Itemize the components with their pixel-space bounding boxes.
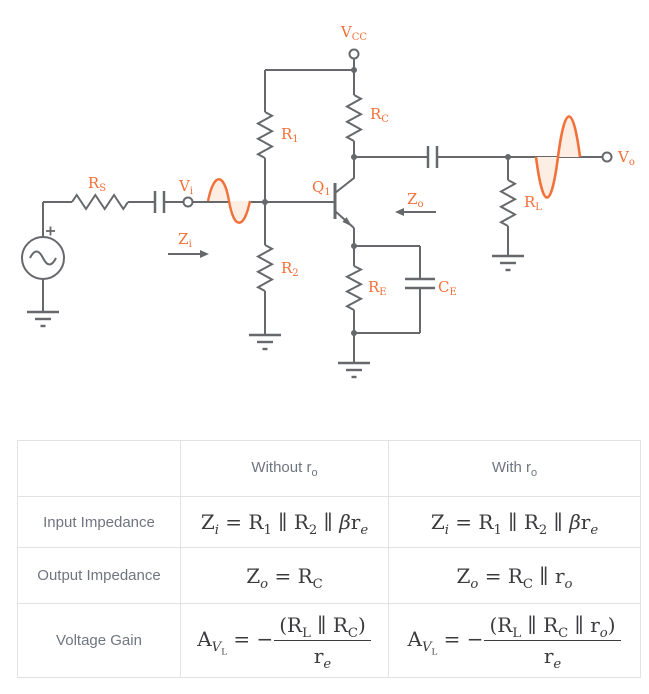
resistor-rs	[71, 193, 129, 211]
input-signal-wave	[206, 178, 252, 224]
ground-rl	[492, 254, 524, 272]
zo-arrow	[395, 208, 436, 216]
label-ce: CE	[438, 278, 457, 298]
voltage-gain-without-ro: AVL = −(RL ∥ RC)re	[180, 603, 389, 678]
label-vo: Vo	[617, 148, 635, 168]
resistor-rl	[498, 179, 518, 227]
wires	[42, 59, 602, 362]
header-empty-cell	[17, 440, 181, 497]
ground-re	[338, 361, 370, 379]
label-rl: RL	[524, 193, 542, 213]
emitter-bypass-capacitor	[405, 277, 435, 290]
row-label-input-impedance: Input Impedance	[17, 496, 181, 548]
header-without-ro: Without ro	[180, 440, 389, 497]
row-voltage-gain: Voltage Gain AVL = −(RL ∥ RC)re AVL = −(…	[17, 603, 641, 678]
label-r1: R1	[281, 125, 299, 145]
row-label-voltage-gain: Voltage Gain	[17, 603, 181, 678]
vcc-terminal	[348, 48, 360, 60]
junction-dots	[262, 67, 511, 336]
resistor-r2	[255, 244, 275, 292]
zi-arrow	[168, 250, 209, 258]
resistor-r1	[255, 111, 275, 159]
header-with-ro-sub: o	[531, 466, 538, 479]
transistor-q1	[333, 157, 355, 229]
resistor-re	[344, 265, 364, 311]
label-r2: R2	[281, 259, 299, 279]
voltage-gain-with-ro: AVL = −(RL ∥ RC ∥ ro)re	[388, 603, 641, 678]
label-vi: Vi	[178, 177, 193, 197]
output-coupling-capacitor	[426, 146, 439, 168]
output-impedance-with-ro: Zo = RC ∥ ro	[388, 547, 641, 604]
vi-terminal	[182, 196, 194, 208]
header-without-ro-sub: o	[311, 466, 318, 479]
table-header-row: Without ro With ro	[17, 440, 641, 497]
label-zi: Zi	[178, 230, 192, 250]
label-rs: RS	[88, 174, 106, 194]
label-q1: Q1	[312, 178, 331, 198]
output-impedance-without-ro: Zo = RC	[180, 547, 389, 604]
header-without-ro-text: Without r	[251, 458, 312, 476]
impedance-gain-table: Without ro With ro Input Impedance Zi = …	[17, 440, 641, 678]
input-impedance-without-ro: Zi = R1 ∥ R2 ∥ βre	[180, 496, 389, 548]
resistor-rc	[344, 94, 364, 142]
vo-terminal	[601, 151, 613, 163]
header-with-ro-text: With r	[491, 458, 532, 476]
circuit-schematic: VCC R1 RC RS Vi Zi Q1 Zo R2 RE CE RL Vo	[21, 23, 635, 379]
header-with-ro: With ro	[388, 440, 641, 497]
input-impedance-with-ro: Zi = R1 ∥ R2 ∥ βre	[388, 496, 641, 548]
output-signal-wave	[534, 115, 582, 199]
ac-source	[21, 226, 65, 280]
label-vcc: VCC	[340, 23, 367, 43]
row-input-impedance: Input Impedance Zi = R1 ∥ R2 ∥ βre Zi = …	[17, 496, 641, 548]
row-output-impedance: Output Impedance Zo = RC Zo = RC ∥ ro	[17, 547, 641, 604]
ground-source	[27, 310, 59, 328]
ground-r2	[249, 333, 281, 351]
input-coupling-capacitor	[153, 191, 166, 213]
plus-sign	[46, 226, 55, 236]
label-zo: Zo	[407, 190, 423, 210]
row-label-output-impedance: Output Impedance	[17, 547, 181, 604]
emitter-arrow	[342, 217, 352, 227]
label-re: RE	[368, 278, 387, 298]
label-rc: RC	[370, 105, 389, 125]
